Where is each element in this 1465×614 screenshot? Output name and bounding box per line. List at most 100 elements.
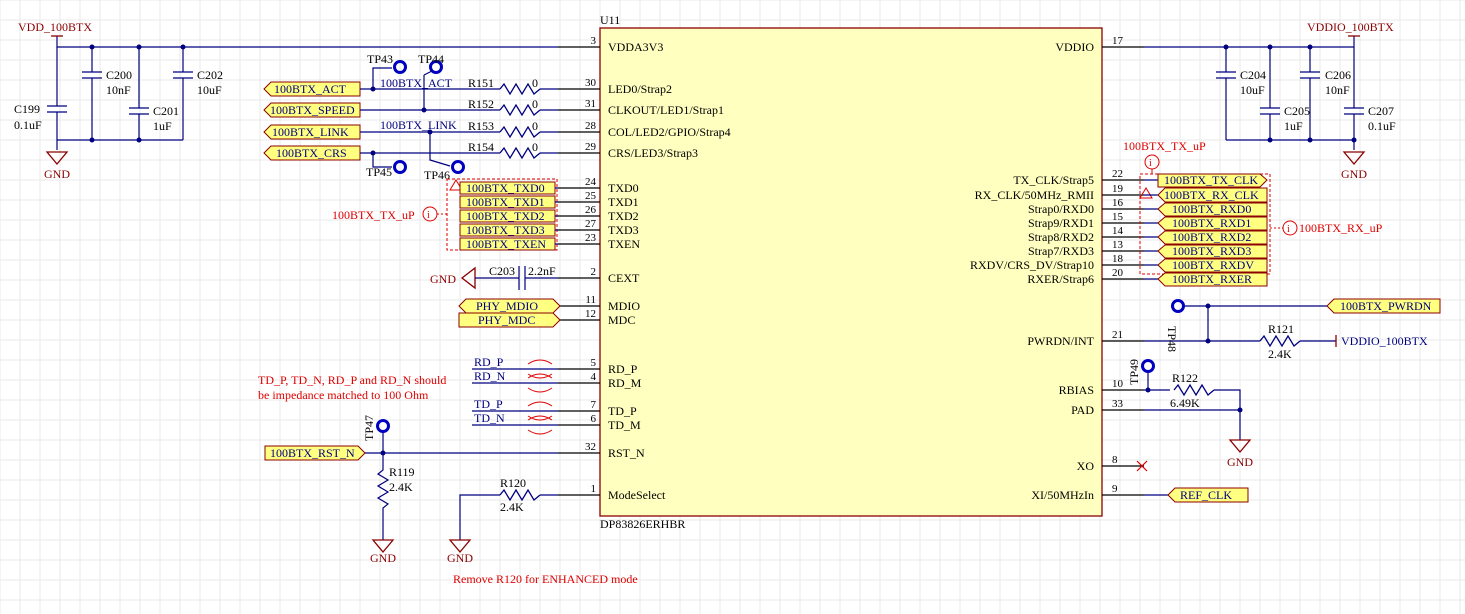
pin-name: RX_CLK/50MHz_RMII	[975, 188, 1094, 202]
port-100btx-speed[interactable]: 100BTX_SPEED	[263, 102, 361, 118]
junction-dot	[1351, 137, 1357, 143]
port-100btx-txd0[interactable]: 100BTX_TXD0	[459, 181, 556, 195]
port-100btx-crs[interactable]: 100BTX_CRS	[263, 145, 361, 161]
port-100btx-pwrdn-label: 100BTX_PWRDN	[1340, 299, 1432, 313]
pin-number: 12	[585, 308, 596, 320]
reset-section: 100BTX_RST_N TP47 R119 2.4K GND	[264, 415, 558, 565]
vdd-rail-left: VDD_100BTX C199 0.1uF C200 10nF C201 1uF…	[14, 20, 558, 181]
port-100btx-act[interactable]: 100BTX_ACT	[263, 81, 361, 97]
pin-name: LED0/Strap2	[608, 82, 672, 96]
tp46-pad[interactable]	[451, 160, 465, 174]
port-100btx-txd3-label: 100BTX_TXD3	[466, 223, 545, 237]
info-icon[interactable]	[422, 206, 438, 222]
port-100btx-txd2[interactable]: 100BTX_TXD2	[459, 209, 556, 223]
r153-body[interactable]	[499, 125, 541, 139]
rx-bus-section: 100BTX_TX_uP i 100BTX_TX_CLK 100BTX_RX_C…	[1123, 139, 1383, 287]
gnd-label: GND	[430, 272, 456, 286]
port-100btx-txen[interactable]: 100BTX_TXEN	[459, 237, 556, 251]
ic-right-pins: 17VDDIO22TX_CLK/Strap519RX_CLK/50MHz_RMI…	[970, 35, 1144, 502]
tp44-pad[interactable]	[429, 60, 443, 74]
info-icon[interactable]	[1144, 154, 1160, 170]
port-100btx-rxd3[interactable]: 100BTX_RXD3	[1157, 244, 1268, 259]
pin-number: 8	[1112, 454, 1118, 466]
port-100btx-txd1[interactable]: 100BTX_TXD1	[459, 195, 556, 209]
tp48-ref: TP48	[1165, 326, 1179, 352]
port-100btx-speed-label: 100BTX_SPEED	[270, 103, 355, 117]
gnd-label: GND	[1341, 167, 1367, 181]
port-100btx-txd3[interactable]: 100BTX_TXD3	[459, 223, 556, 237]
junction-dot	[1145, 387, 1151, 393]
port-100btx-tx-clk-label: 100BTX_TX_CLK	[1164, 173, 1258, 187]
pin-number: 7	[591, 399, 597, 411]
junction-dot	[370, 150, 376, 156]
tp48-pad[interactable]	[1171, 299, 1185, 313]
port-phy-mdc[interactable]: PHY_MDC	[458, 312, 561, 328]
pin-number: 11	[585, 294, 596, 306]
r154-ref: R154	[468, 140, 494, 154]
port-100btx-rxdv-label: 100BTX_RXDV	[1172, 258, 1254, 272]
cext-section: GND C203 2.2nF	[430, 264, 558, 290]
port-100btx-rxd3-label: 100BTX_RXD3	[1172, 244, 1251, 258]
pin-name: ModeSelect	[608, 488, 666, 502]
tp47-pad[interactable]	[376, 419, 390, 433]
gnd-symbol	[1342, 151, 1366, 166]
pin-name: VDDA3V3	[608, 40, 663, 54]
c207-ref: C207	[1368, 104, 1394, 118]
pin-name: TXD2	[608, 209, 639, 223]
port-100btx-rxdv[interactable]: 100BTX_RXDV	[1157, 258, 1268, 273]
gnd-label: GND	[44, 167, 70, 181]
r122-body[interactable]	[1173, 383, 1215, 397]
r154-body[interactable]	[499, 146, 541, 160]
pin-number: 33	[1112, 398, 1124, 410]
port-100btx-rxd1[interactable]: 100BTX_RXD1	[1157, 216, 1268, 231]
r120-body[interactable]	[499, 488, 541, 502]
pin-name: TXD3	[608, 223, 639, 237]
port-100btx-tx-clk[interactable]: 100BTX_TX_CLK	[1157, 173, 1268, 188]
port-100btx-link-label: 100BTX_LINK	[272, 125, 349, 139]
c203-value: 2.2nF	[528, 264, 556, 278]
port-100btx-rxer[interactable]: 100BTX_RXER	[1157, 272, 1268, 287]
diff-pair-section: RD_P RD_N TD_P TD_N TD_P, TD_N, RD_P and…	[258, 355, 558, 435]
port-100btx-link[interactable]: 100BTX_LINK	[263, 124, 361, 140]
pin-name: PWRDN/INT	[1027, 334, 1094, 348]
pin-number: 10	[1112, 378, 1124, 390]
pin-number: 9	[1112, 483, 1118, 495]
port-100btx-rxd0[interactable]: 100BTX_RXD0	[1157, 202, 1268, 217]
port-ref-clk[interactable]: REF_CLK	[1167, 487, 1249, 503]
port-100btx-rst-n[interactable]: 100BTX_RST_N	[264, 445, 366, 461]
gnd-label: GND	[1227, 455, 1253, 469]
port-100btx-rxd2[interactable]: 100BTX_RXD2	[1157, 230, 1268, 245]
info-icon[interactable]	[1282, 220, 1298, 236]
junction-dot	[380, 450, 386, 456]
gnd-symbol	[45, 151, 69, 166]
r122-ref: R122	[1172, 371, 1198, 385]
pin-name: XI/50MHzIn	[1031, 488, 1094, 502]
pin-name: XO	[1077, 459, 1095, 473]
gnd-label: GND	[447, 551, 473, 565]
tp49-pad[interactable]	[1141, 359, 1155, 373]
port-phy-mdio[interactable]: PHY_MDIO	[458, 298, 561, 314]
gnd-symbol	[371, 539, 395, 554]
tp45-pad[interactable]	[393, 160, 407, 174]
port-100btx-rxd1-label: 100BTX_RXD1	[1172, 216, 1251, 230]
pin-number: 22	[1112, 168, 1123, 180]
r152-body[interactable]	[499, 103, 541, 117]
pin-number: 14	[1112, 225, 1124, 237]
port-100btx-txd0-label: 100BTX_TXD0	[466, 181, 545, 195]
led-strap-section: 100BTX_ACT 100BTX_SPEED 100BTX_LINK 100B…	[263, 52, 558, 182]
tp45-ref: TP45	[366, 165, 392, 179]
ic-body[interactable]	[599, 27, 1103, 517]
c207-value: 0.1uF	[1368, 119, 1396, 133]
pin-number: 20	[1112, 267, 1124, 279]
pin-name: TXD0	[608, 181, 639, 195]
tp43-pad[interactable]	[393, 60, 407, 74]
pin-number: 32	[585, 441, 596, 453]
r151-body[interactable]	[499, 82, 541, 96]
port-100btx-rxd2-label: 100BTX_RXD2	[1172, 230, 1251, 244]
pin-number: 6	[591, 413, 597, 425]
port-100btx-pwrdn[interactable]: 100BTX_PWRDN	[1326, 298, 1441, 314]
r121-body[interactable]	[1259, 334, 1301, 348]
c204-value: 10uF	[1240, 83, 1265, 97]
port-100btx-rx-clk[interactable]: 100BTX_RX_CLK	[1157, 187, 1268, 203]
c206-ref: C206	[1325, 68, 1351, 82]
